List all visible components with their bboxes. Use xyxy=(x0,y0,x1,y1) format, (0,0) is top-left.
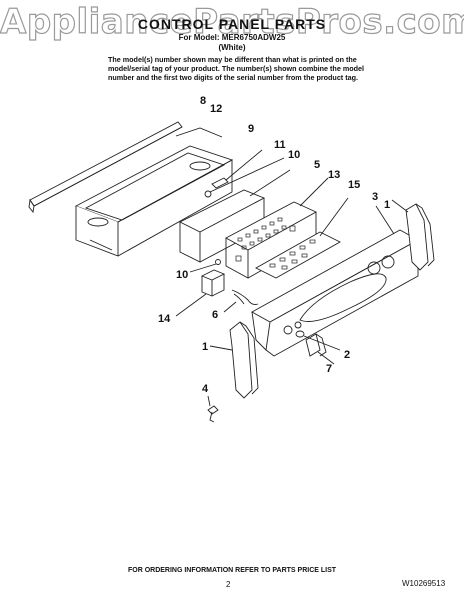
part-9-control-housing xyxy=(74,127,234,257)
part-13-control-board xyxy=(225,177,329,279)
callout-1-upper: 1 xyxy=(384,199,390,211)
callout-3: 3 xyxy=(372,191,378,203)
document-number: W10269513 xyxy=(402,579,446,588)
part-1-end-cap-right xyxy=(391,199,435,271)
callout-8: 8 xyxy=(200,95,206,107)
part-15-overlay xyxy=(255,197,349,279)
ordering-footer: FOR ORDERING INFORMATION REFER TO PARTS … xyxy=(127,567,337,574)
callout-4: 4 xyxy=(202,383,209,395)
callout-12: 12 xyxy=(210,103,222,115)
part-8-trim-strip xyxy=(28,121,183,214)
page-title: CONTROL PANEL PARTS xyxy=(137,16,327,32)
callout-5: 5 xyxy=(314,159,320,171)
part-10-screw-upper xyxy=(204,157,285,198)
watermark-logo: AppliancePartsPros.com xyxy=(0,1,464,42)
callout-15: 15 xyxy=(348,179,360,191)
callout-13: 13 xyxy=(328,169,340,181)
callout-1-lower: 1 xyxy=(202,341,208,353)
part-10-clip-lower xyxy=(189,259,221,273)
model-note: The model(s) number shown may be differe… xyxy=(108,55,364,82)
model-subtitle: For Model: MER6750ADW25 xyxy=(178,33,286,42)
callout-9: 9 xyxy=(248,123,254,135)
callout-10-upper: 10 xyxy=(288,149,300,161)
part-14-module xyxy=(175,269,226,317)
part-5-shield xyxy=(178,169,291,263)
part-2-knob xyxy=(295,330,341,351)
part-11-clip xyxy=(211,149,263,189)
callout-10-lower: 10 xyxy=(176,269,188,281)
callout-2: 2 xyxy=(344,349,350,361)
page-number: 2 xyxy=(226,580,231,589)
callout-11: 11 xyxy=(274,139,286,151)
callout-6: 6 xyxy=(212,309,218,321)
callout-7: 7 xyxy=(326,363,332,375)
part-7-bracket xyxy=(305,333,335,365)
part-1-end-cap-left xyxy=(209,321,259,399)
part-4-screw xyxy=(207,395,219,423)
color-note: (White) xyxy=(218,43,246,52)
part-6-harness xyxy=(223,289,259,313)
callout-14: 14 xyxy=(158,313,171,325)
